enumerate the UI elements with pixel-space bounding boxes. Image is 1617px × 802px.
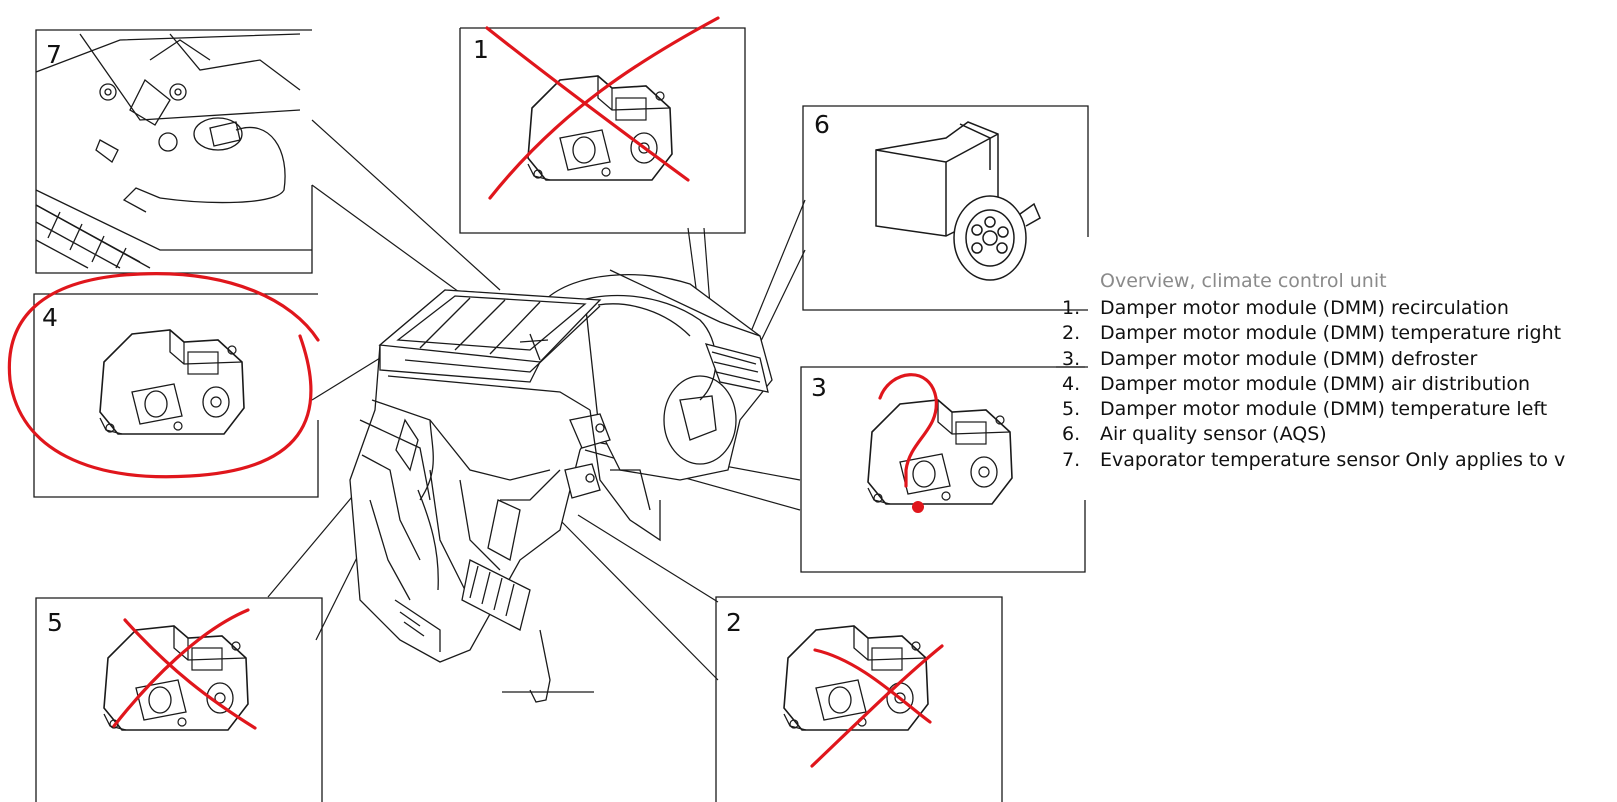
damper-motor-4 (99, 329, 245, 435)
legend-item-text: Air quality sensor (AQS) (1100, 423, 1327, 446)
leader-7b (311, 184, 471, 301)
leader-2a (577, 514, 719, 603)
callout-number-7: 7 (46, 40, 62, 69)
cross-mark-2b (810, 644, 944, 768)
legend-item-text: Damper motor module (DMM) temperature le… (1100, 398, 1548, 421)
legend-item-number: 6. (1062, 423, 1081, 446)
question-mark-3a (878, 373, 938, 488)
frame-5 (35, 597, 323, 802)
legend-item-text: Damper motor module (DMM) temperature ri… (1100, 322, 1562, 345)
frame-3 (800, 366, 1088, 573)
damper-motor-3 (867, 399, 1013, 505)
climate-control-unit-drawing (349, 269, 773, 703)
air-quality-sensor-drawing (875, 121, 1041, 281)
legend: Overview, climate control unit 1. Damper … (1062, 270, 1617, 473)
legend-list: 1. Damper motor module (DMM) recirculatio… (1062, 296, 1617, 473)
legend-item: 2. Damper motor module (DMM) temperature … (1062, 321, 1617, 346)
question-mark-3-dot (912, 501, 924, 513)
legend-item-number: 3. (1062, 347, 1081, 370)
callout-number-1: 1 (473, 35, 489, 64)
cross-mark-2a (813, 648, 932, 724)
frame-1 (459, 27, 746, 234)
legend-title: Overview, climate control unit (1100, 270, 1387, 292)
legend-item-number: 5. (1062, 398, 1081, 421)
frame-6 (802, 105, 1089, 311)
frame-4 (33, 293, 319, 498)
legend-item-number: 7. (1062, 448, 1081, 471)
circle-mark-4 (7, 272, 320, 479)
legend-item-number: 1. (1062, 297, 1081, 319)
evaporator-grille (35, 204, 151, 269)
callout-number-2: 2 (726, 608, 742, 637)
cross-mark-5a (123, 618, 257, 730)
legend-item: 4. Damper motor module (DMM) air distribu… (1062, 372, 1617, 397)
callout-number-4: 4 (42, 303, 58, 332)
legend-item-number: 4. (1062, 372, 1081, 395)
frame-7 (35, 29, 313, 274)
cross-mark-5b (112, 608, 250, 728)
legend-item: 3. Damper motor module (DMM) defroster (1062, 347, 1617, 372)
legend-item: 6. Air quality sensor (AQS) (1062, 422, 1617, 447)
callout-number-3: 3 (811, 373, 827, 402)
red-annotations (7, 16, 944, 768)
frame-2 (715, 596, 1003, 802)
legend-item: 1. Damper motor module (DMM) recirculatio… (1062, 296, 1617, 321)
callout-number-6: 6 (814, 110, 830, 139)
leader-2b (559, 519, 719, 681)
legend-item-text: Evaporator temperature sensor Only appli… (1100, 448, 1566, 471)
leader-7 (311, 119, 501, 291)
legend-item: 5. Damper motor module (DMM) temperature … (1062, 397, 1617, 422)
legend-item: 7. Evaporator temperature sensor Only app… (1062, 448, 1617, 473)
leader-4 (311, 354, 386, 401)
legend-item-number: 2. (1062, 322, 1081, 345)
legend-item-text: Damper motor module (DMM) air distributi… (1100, 372, 1531, 395)
callout-number-5: 5 (47, 608, 63, 637)
legend-item-text: Damper motor module (DMM) defroster (1100, 347, 1478, 370)
cross-mark-1a (485, 26, 690, 182)
cross-mark-1b (488, 16, 720, 200)
evaporator-sensor-drawing (35, 33, 312, 269)
damper-motor-5 (103, 625, 249, 731)
callout-numbers: 7 1 6 4 3 5 2 (42, 35, 830, 637)
callout-frames (33, 27, 1089, 802)
legend-item-text: Damper motor module (DMM) recirculation (1100, 297, 1509, 319)
